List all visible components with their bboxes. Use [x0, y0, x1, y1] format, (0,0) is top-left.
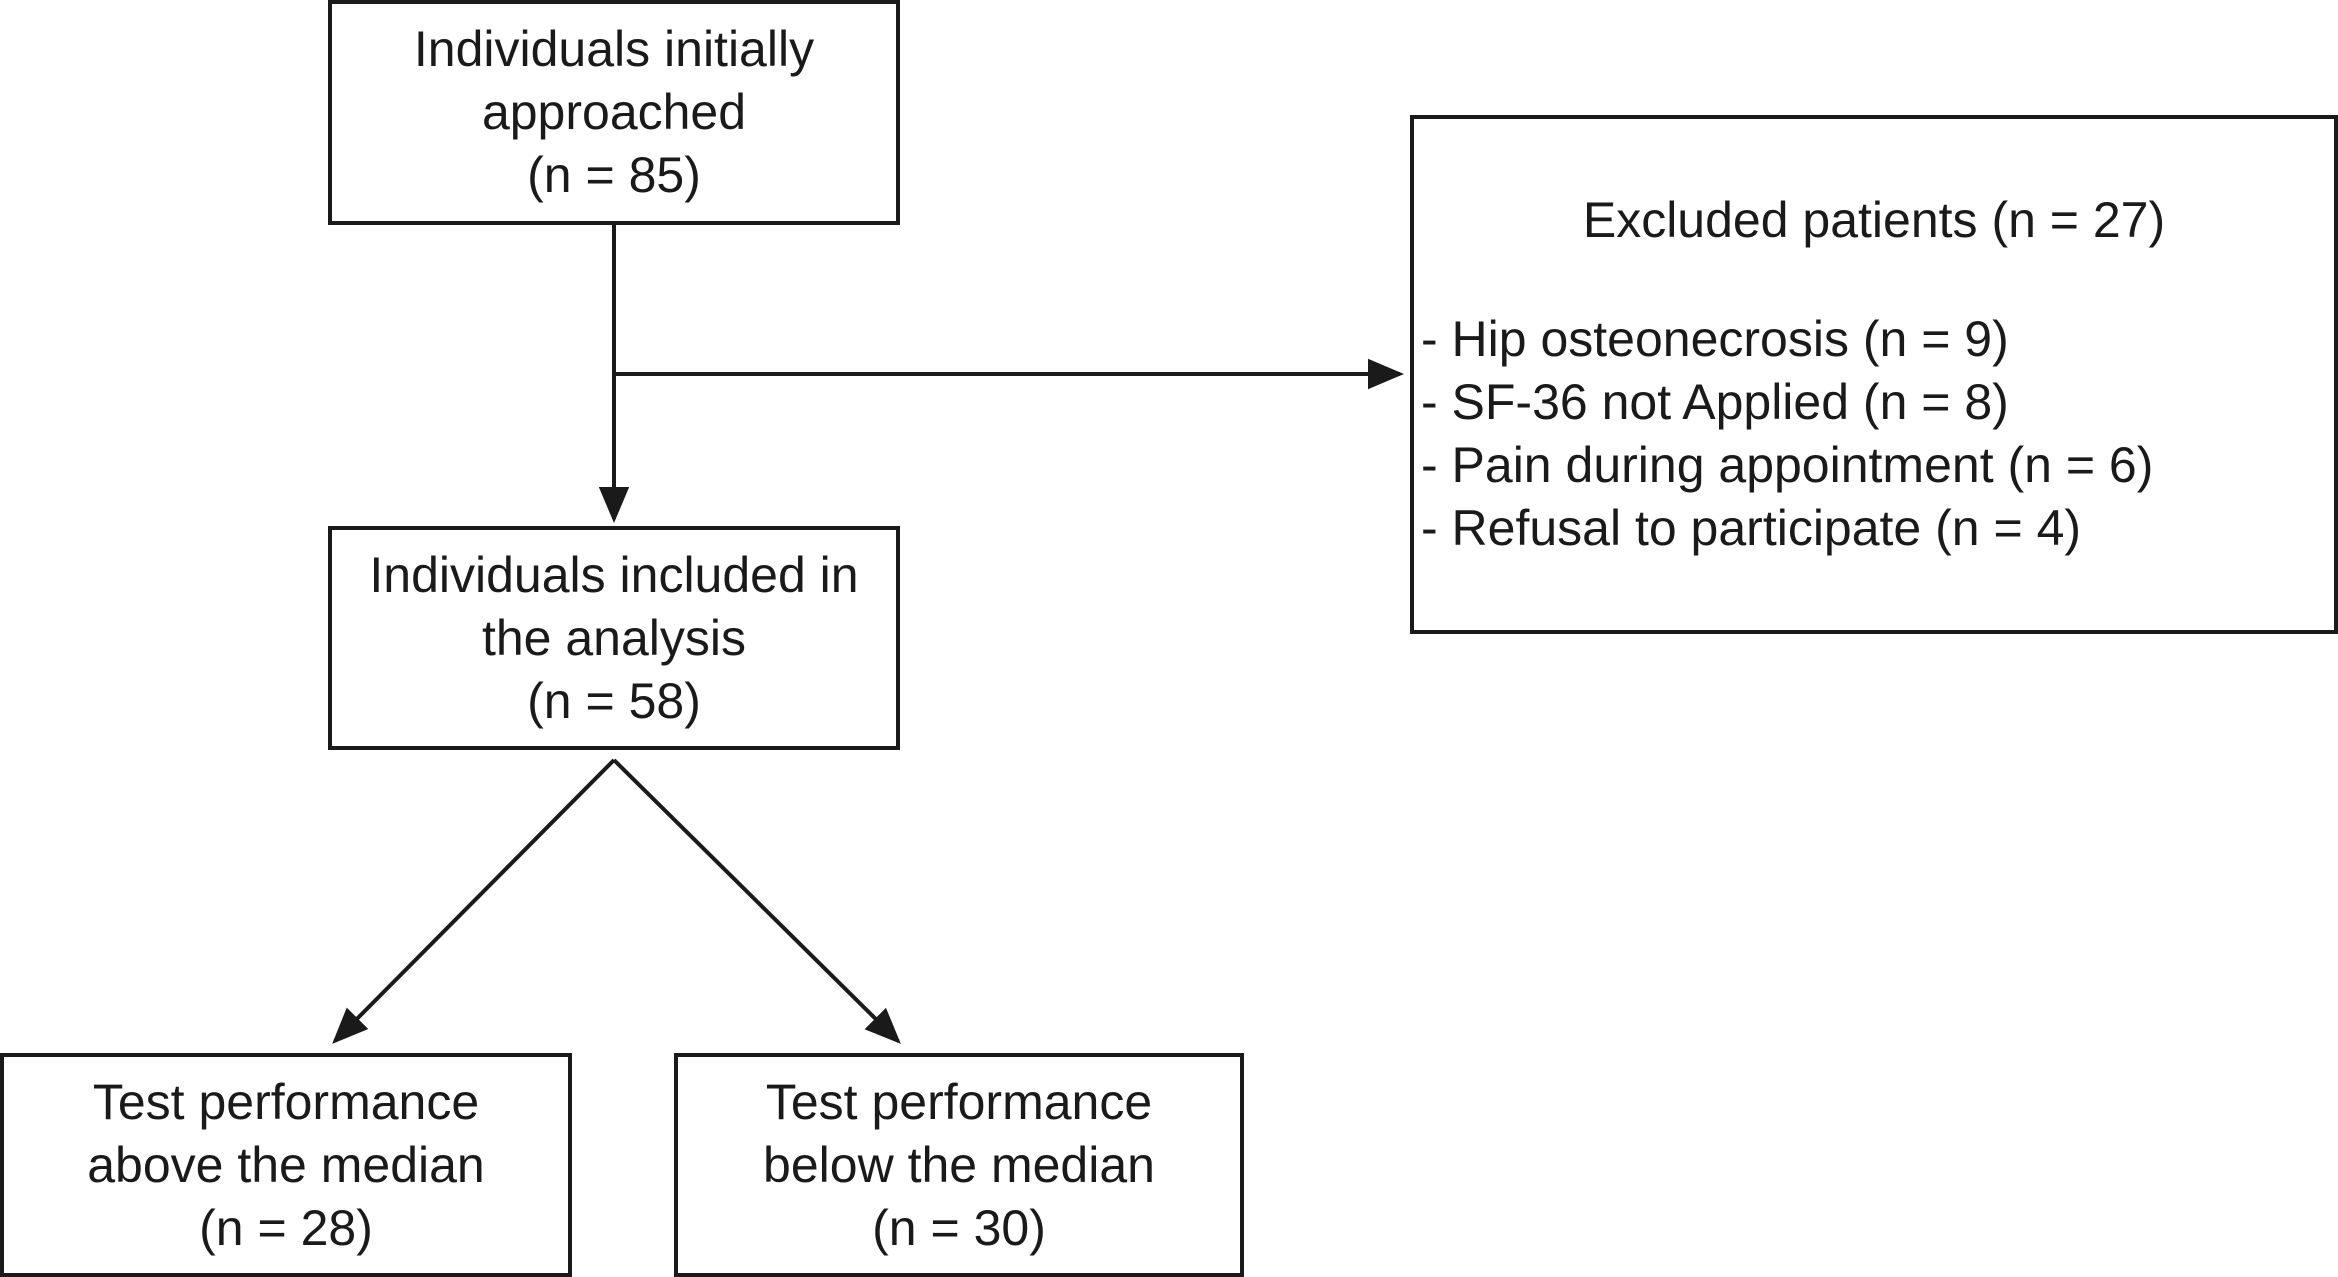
- included-line-2: the analysis: [481, 609, 747, 666]
- above-median-line-2: above the median: [87, 1136, 485, 1193]
- arrow-included-to-below: [612, 758, 901, 1044]
- below-median-line-2: below the median: [763, 1136, 1155, 1193]
- approached-line-1: Individuals initially: [413, 21, 815, 77]
- excluded-reasons-list: - Hip osteonecrosis (n = 9) - SF-36 not …: [1421, 308, 2153, 560]
- below-median-count: (n = 30): [872, 1199, 1046, 1256]
- below-median-line-1: Test performance: [765, 1073, 1153, 1130]
- excluded-reason-item: - Refusal to participate (n = 4): [1421, 500, 2082, 556]
- box-below-median: Test performance below the median (n = 3…: [674, 1053, 1244, 1277]
- excluded-reason-item: - Pain during appointment (n = 6): [1421, 437, 2154, 493]
- above-median-count: (n = 28): [199, 1199, 373, 1256]
- above-median-line-1: Test performance: [92, 1073, 480, 1130]
- box-individuals-included: Individuals included in the analysis (n …: [328, 526, 900, 750]
- arrow-included-to-above: [332, 758, 616, 1044]
- excluded-reason-item: - Hip osteonecrosis (n = 9): [1421, 311, 2009, 367]
- approached-count: (n = 85): [527, 147, 701, 203]
- approached-line-2: approached: [481, 84, 747, 140]
- included-count: (n = 58): [527, 672, 701, 729]
- box-individuals-approached: Individuals initially approached (n = 85…: [328, 0, 900, 225]
- included-line-1: Individuals included in: [369, 546, 859, 603]
- excluded-reason-item: - SF-36 not Applied (n = 8): [1421, 374, 2009, 430]
- box-excluded-patients: Excluded patients (n = 27) - Hip osteone…: [1410, 115, 2338, 634]
- box-above-median: Test performance above the median (n = 2…: [0, 1053, 572, 1277]
- excluded-title: Excluded patients (n = 27): [1582, 192, 2166, 248]
